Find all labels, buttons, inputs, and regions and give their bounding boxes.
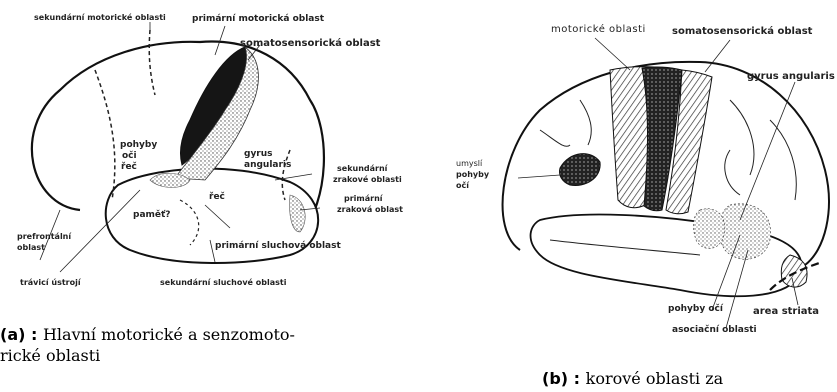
label-asociacni-oblasti: asociační oblasti [672, 325, 757, 336]
label-travici-ustroji: trávicí ústrojí [20, 277, 81, 288]
caption-a-sep: : [25, 325, 43, 344]
label-umysl: umyslí [456, 158, 482, 169]
figure-a: sekundární motorické oblasti primární mo… [0, 0, 420, 392]
label-motoricke-oblasti: motorické oblasti [551, 24, 646, 35]
caption-a-prefix: (a) [0, 325, 25, 344]
label-zrakove-oblasti: zrakové oblasti [333, 174, 402, 185]
caption-a-line1: Hlavní motorické a senzomoto- [43, 325, 295, 344]
leader-motor-b [595, 38, 630, 70]
figure-b: motorické oblasti somatosensorická oblas… [430, 0, 837, 392]
caption-b-sep: : [568, 369, 586, 388]
label-gyrus: gyrus [244, 149, 273, 160]
caption-a-line2: rické oblasti [0, 346, 100, 365]
caption-b-line1: korové oblasti za [586, 369, 724, 388]
label-area-striata: area striata [753, 306, 819, 317]
label-prefrontalni: prefrontální [17, 231, 71, 242]
brain-diagram-b [430, 0, 837, 392]
caption-b-prefix: (b) [542, 369, 568, 388]
leader-sek-zrak [275, 174, 312, 180]
label-oci-b: očí [456, 180, 469, 191]
label-rec-upper: řeč [121, 162, 137, 173]
label-somatosensoricka-oblast-b: somatosensorická oblast [672, 26, 812, 37]
label-pohyby: pohyby [120, 140, 157, 151]
label-sekundarni-zrak: sekundární [337, 163, 387, 174]
label-primarni-motoricka-oblast: primární motorická oblast [192, 14, 324, 25]
caption-b: (b) : korové oblasti za [542, 368, 723, 389]
label-rec-lower: řeč [209, 192, 225, 203]
label-pohyby-b1: pohyby [456, 169, 489, 180]
label-oci: oči [122, 151, 137, 162]
label-zrakova-oblast: zraková oblast [337, 204, 403, 215]
label-somatosensoricka-oblast: somatosensorická oblast [240, 38, 380, 49]
label-primarni-zrak: primární [344, 193, 383, 204]
label-pohyby-oci: pohyby očí [668, 304, 723, 315]
angular-gyrus-area [693, 209, 724, 249]
label-sekundarni-motoricke-oblasti: sekundární motorické oblasti [34, 12, 166, 23]
label-gyrus-angularis: gyrus angularis [747, 71, 835, 82]
label-sekundarni-sluchove-oblasti: sekundární sluchové oblasti [160, 277, 286, 288]
secondary-motor-border [149, 30, 155, 95]
label-oblast: oblast [17, 242, 45, 253]
frontal-dashed-border [95, 70, 115, 200]
caption-a: (a) : Hlavní motorické a senzomoto- rick… [0, 324, 410, 366]
label-angularis: angularis [244, 160, 291, 171]
label-pamet: paměť? [133, 210, 171, 221]
label-primarni-sluchova-oblast: primární sluchová oblast [215, 241, 341, 252]
